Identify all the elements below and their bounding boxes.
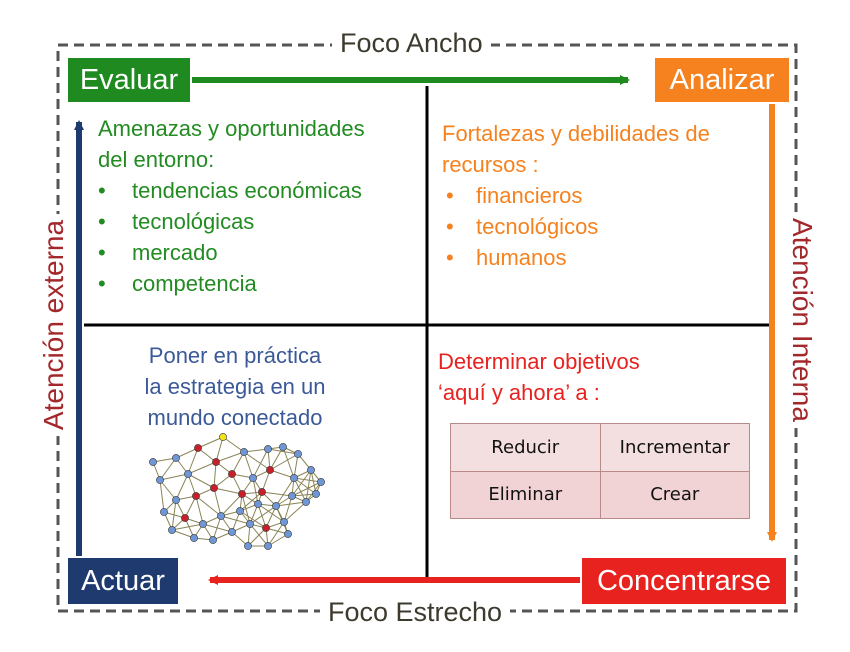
q3-line1: Poner en práctica <box>110 340 360 371</box>
list-item: humanos <box>442 242 710 273</box>
network-node <box>254 500 261 507</box>
bottom-axis-label: Foco Estrecho <box>320 597 510 628</box>
network-edge <box>268 522 284 546</box>
network-node <box>219 433 226 440</box>
q1-heading-line2: del entorno: <box>98 144 365 175</box>
q4-line2: ‘aquí y ahora’ a : <box>438 377 640 408</box>
network-node <box>184 470 191 477</box>
network-node <box>312 490 319 497</box>
network-node <box>302 498 309 505</box>
q4-line1: Determinar objetivos <box>438 346 640 377</box>
network-node <box>217 512 224 519</box>
network-edge <box>262 492 292 496</box>
network-edge <box>172 524 203 530</box>
network-node <box>190 534 197 541</box>
network-node <box>280 518 287 525</box>
top-axis-label: Foco Ancho <box>332 28 491 59</box>
network-node <box>307 466 314 473</box>
q2-list: financieros tecnológicos humanos <box>442 180 710 273</box>
network-edge <box>214 488 242 494</box>
network-edge <box>244 452 270 470</box>
network-node <box>246 520 253 527</box>
network-node <box>212 458 219 465</box>
network-node <box>168 526 175 533</box>
network-node <box>156 476 163 483</box>
quadrant-external-threats: Amenazas y oportunidades del entorno: te… <box>98 113 365 299</box>
list-item: tecnológicas <box>98 206 365 237</box>
network-node <box>236 507 243 514</box>
errc-grid: Reducir Incrementar Eliminar Crear <box>450 423 750 519</box>
network-edge <box>176 474 188 500</box>
corner-concentrarse: Concentrarse <box>582 558 786 604</box>
quadrant-objectives: Determinar objetivos ‘aquí y ahora’ a : <box>438 346 640 408</box>
network-node <box>209 536 216 543</box>
list-item: tecnológicos <box>442 211 710 242</box>
list-item: mercado <box>98 237 365 268</box>
grid-cell-crear: Crear <box>600 471 750 519</box>
network-node <box>172 496 179 503</box>
network-node <box>228 528 235 535</box>
corner-analizar: Analizar <box>655 58 789 102</box>
network-node <box>240 448 247 455</box>
network-node <box>288 492 295 499</box>
network-edge <box>276 478 294 506</box>
network-node <box>290 474 297 481</box>
network-node <box>192 492 199 499</box>
network-node <box>199 520 206 527</box>
network-node <box>264 445 271 452</box>
corner-evaluar: Evaluar <box>68 58 190 102</box>
network-node <box>149 458 156 465</box>
network-node <box>279 443 286 450</box>
network-node <box>181 514 188 521</box>
q3-line3: mundo conectado <box>110 402 360 433</box>
q1-list: tendencias económicas tecnológicas merca… <box>98 175 365 299</box>
network-node <box>317 478 324 485</box>
network-node <box>194 444 201 451</box>
grid-cell-incrementar: Incrementar <box>600 424 750 472</box>
network-graph <box>149 433 324 549</box>
network-edge <box>198 437 223 448</box>
network-edge <box>253 449 268 478</box>
network-node <box>262 524 269 531</box>
network-node <box>258 488 265 495</box>
q2-heading-line2: recursos : <box>442 149 710 180</box>
q2-heading-line1: Fortalezas y debilidades de <box>442 118 710 149</box>
network-edge <box>244 452 253 478</box>
network-edge <box>214 462 216 488</box>
network-node <box>249 474 256 481</box>
quadrant-internal-resources: Fortalezas y debilidades de recursos : f… <box>442 118 710 273</box>
network-node <box>238 490 245 497</box>
network-node <box>294 450 301 457</box>
grid-cell-eliminar: Eliminar <box>451 471 601 519</box>
q3-line2: la estrategia en un <box>110 371 360 402</box>
list-item: tendencias económicas <box>98 175 365 206</box>
network-edge <box>258 504 284 522</box>
network-node <box>244 542 251 549</box>
quadrant-execution: Poner en práctica la estrategia en un mu… <box>110 340 360 433</box>
network-node <box>264 542 271 549</box>
list-item: financieros <box>442 180 710 211</box>
network-node <box>272 502 279 509</box>
network-node <box>266 466 273 473</box>
list-item: competencia <box>98 268 365 299</box>
network-node <box>160 508 167 515</box>
corner-actuar: Actuar <box>68 558 178 604</box>
network-node <box>172 454 179 461</box>
right-axis-label: Atención Interna <box>786 212 818 428</box>
network-edge <box>306 470 311 502</box>
q1-heading-line1: Amenazas y oportunidades <box>98 113 365 144</box>
network-node <box>284 530 291 537</box>
grid-cell-reducir: Reducir <box>451 424 601 472</box>
network-node <box>228 470 235 477</box>
left-axis-label: Atención externa <box>38 214 70 436</box>
network-node <box>210 484 217 491</box>
